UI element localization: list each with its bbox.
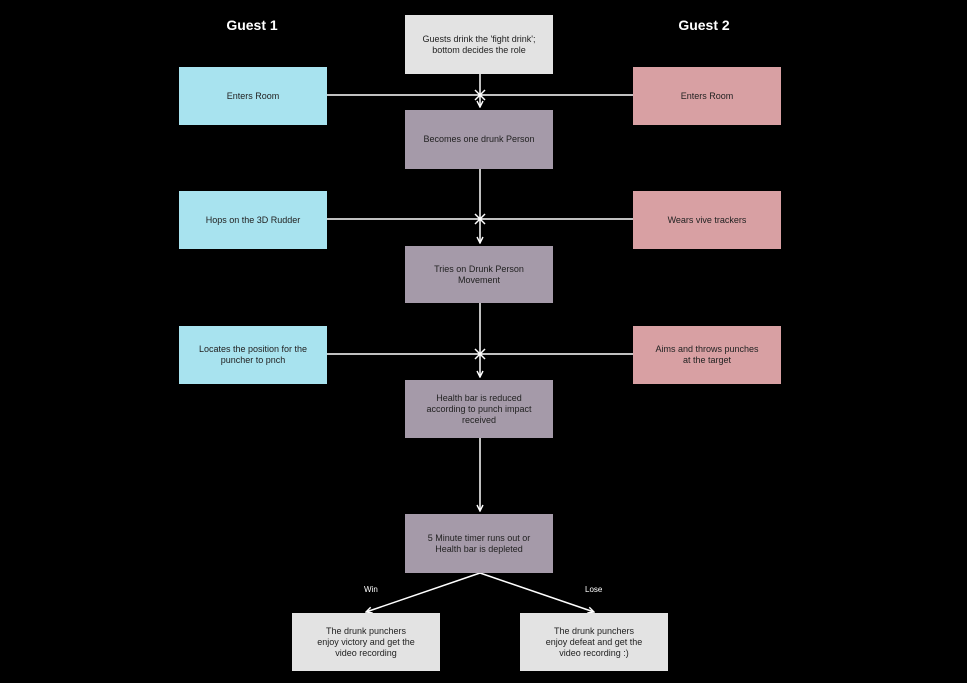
junction-mark-3 [474,348,486,360]
guest2-aims-node: Aims and throws punches at the target [633,326,781,384]
win-result-node: The drunk punchers enjoy victory and get… [292,613,440,671]
junction-mark-1 [474,89,486,101]
start-node: Guests drink the 'fight drink'; bottom d… [405,15,553,74]
becomes-drunk-person-node: Becomes one drunk Person [405,110,553,169]
lose-edge-label: Lose [585,585,603,594]
guest1-heading: Guest 1 [226,17,278,33]
junction-mark-2 [474,213,486,225]
connector-timer-to-win [366,572,481,612]
lose-result-node: The drunk punchers enjoy defeat and get … [520,613,668,671]
guest2-enters-room-node: Enters Room [633,67,781,125]
tries-movement-node: Tries on Drunk Person Movement [405,246,553,303]
timer-node: 5 Minute timer runs out or Health bar is… [405,514,553,573]
guest1-locates-node: Locates the position for the puncher to … [179,326,327,384]
health-reduced-node: Health bar is reduced according to punch… [405,380,553,438]
win-edge-label: Win [364,585,378,594]
guest2-trackers-node: Wears vive trackers [633,191,781,249]
guest1-rudder-node: Hops on the 3D Rudder [179,191,327,249]
guest2-heading: Guest 2 [678,17,730,33]
guest1-enters-room-node: Enters Room [179,67,327,125]
connector-timer-to-lose [479,572,594,612]
